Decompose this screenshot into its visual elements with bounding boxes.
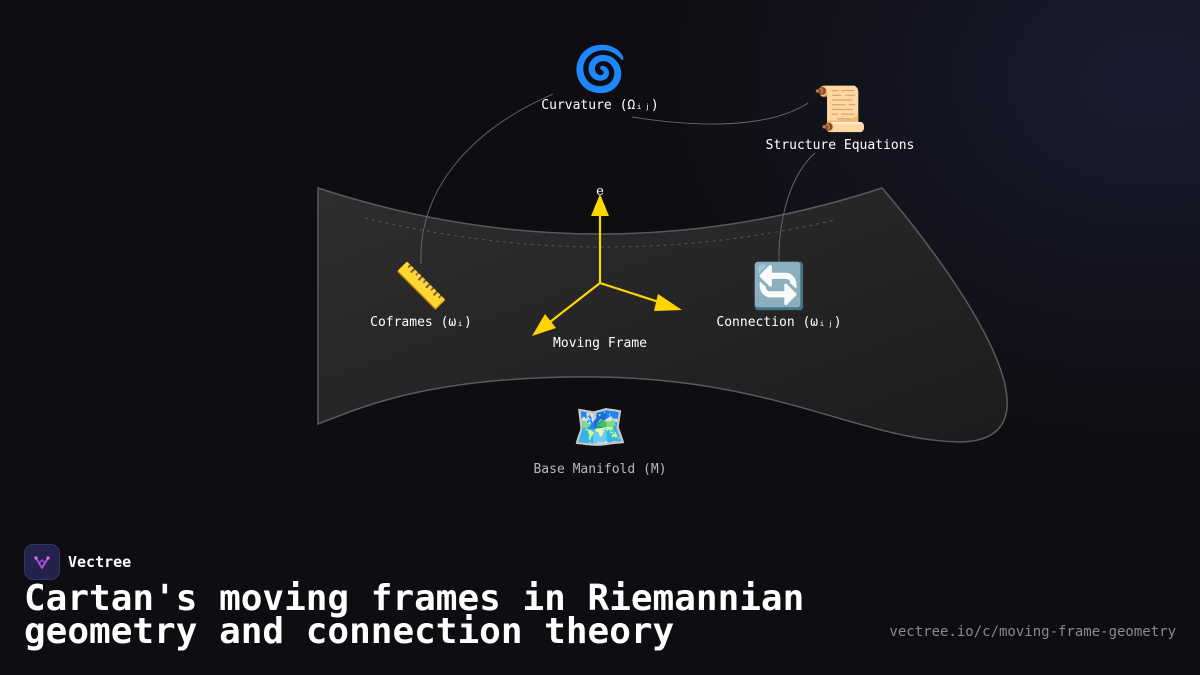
map-icon: 🗺️: [572, 402, 628, 453]
node-base-manifold[interactable]: 🗺️ Base Manifold (M): [533, 404, 666, 478]
curvature-label: Curvature (Ωᵢⱼ): [541, 98, 659, 113]
connector-curvature-structure: [631, 102, 809, 125]
scroll-icon: 📜: [812, 84, 868, 135]
brand[interactable]: Vectree: [24, 544, 1176, 580]
frame-axis-label: e: [596, 184, 604, 199]
manifold-surface: [317, 186, 1008, 443]
diagram-canvas: [317, 93, 1008, 443]
node-connection[interactable]: 🔄 Connection (ωᵢⱼ): [716, 263, 841, 331]
footer: Vectree: [24, 544, 1176, 580]
coframes-label: Coframes (ωᵢ): [370, 315, 472, 330]
structure-equations-label: Structure Equations: [765, 138, 915, 153]
manifold-dashed-curve: [364, 217, 836, 248]
frame-arrowhead-left: [532, 314, 556, 336]
source-url[interactable]: vectree.io/c/moving-frame-geometry: [889, 624, 1176, 640]
connector-structure-connection: [778, 152, 816, 265]
base-manifold-label: Base Manifold (M): [533, 462, 667, 477]
frame-arrow-left: [549, 282, 601, 323]
node-coframes[interactable]: 📏 Coframes (ωᵢ): [370, 263, 472, 331]
node-curvature[interactable]: 🌀 Curvature (Ωᵢⱼ): [541, 46, 658, 114]
moving-frame-label: Moving Frame: [553, 336, 647, 351]
cyclone-icon: 🌀: [572, 44, 628, 95]
frame-arrow-right: [599, 281, 663, 305]
connector-coframes-curvature: [420, 93, 554, 265]
frame-arrowhead-up: [591, 194, 609, 216]
vectree-logo-icon: [24, 544, 60, 580]
connection-label: Connection (ωᵢⱼ): [716, 315, 842, 330]
frame-arrowhead-right: [654, 294, 682, 311]
node-structure-equations[interactable]: 📜 Structure Equations: [766, 86, 915, 154]
brand-name: Vectree: [68, 553, 132, 571]
ruler-icon: 📏: [393, 261, 449, 312]
page-title: Cartan's moving frames in Riemannian geo…: [24, 578, 805, 652]
arrows-cycle-icon: 🔄: [751, 261, 807, 312]
